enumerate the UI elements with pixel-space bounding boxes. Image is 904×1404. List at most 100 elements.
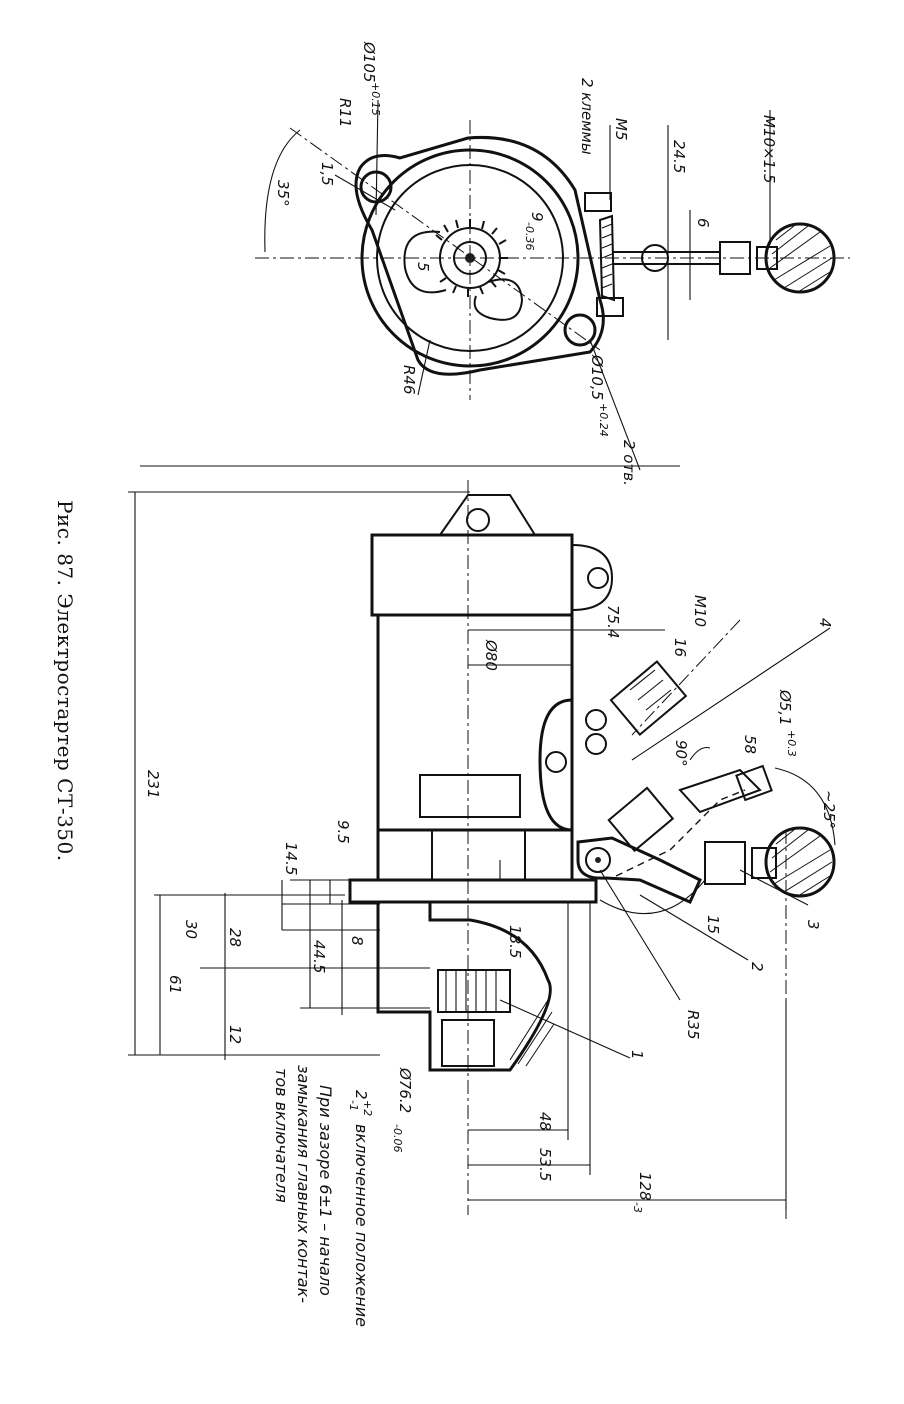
dim-d44-5: 44.5 <box>310 940 328 973</box>
d105-leader <box>375 99 379 216</box>
dim-m10: M10 <box>691 595 709 627</box>
label4-group: 4 <box>816 618 834 628</box>
knob-ball <box>764 826 836 898</box>
lever <box>576 836 702 904</box>
dim-d18-5: 18.5 <box>506 925 524 958</box>
nameplate <box>419 774 521 818</box>
d10-5-leader <box>589 339 641 471</box>
dim-d8: 8 <box>348 936 366 946</box>
r46-text-group: R46 <box>400 365 418 395</box>
note-line3-group: замыкания главных контак- <box>294 1065 313 1303</box>
switch-screw <box>545 751 567 773</box>
switch-coil <box>598 214 616 302</box>
knob-hatch <box>769 829 833 897</box>
dim-d6: 6 <box>694 218 712 228</box>
ball-hatch <box>769 225 833 293</box>
dim-angle35: 35° <box>274 180 292 207</box>
dim-d10-5-tol: +0.24 <box>597 403 610 437</box>
d9-text-group: 9 -0.36 <box>523 212 546 250</box>
d1-5-text-group: 1,5 <box>318 162 336 186</box>
d44-5-group: 44.5 <box>310 940 328 973</box>
dim-d5-1-tol: +0.3 <box>785 730 798 757</box>
angle-35-arc <box>264 129 301 253</box>
dim-m10x15: M10×1.5 <box>760 115 778 183</box>
rear-ear <box>571 544 614 611</box>
side-view: 231 9.5 14.5 18.5 15 3 2 30 28 8 44.5 61… <box>128 465 838 1327</box>
dim-d53-5: 53.5 <box>536 1148 554 1181</box>
end-view: Ø105 +0.15 R11 2 клеммы M5 24.5 M10×1.5 … <box>255 41 850 486</box>
d5-text-group: 5 <box>414 262 432 272</box>
note-line3: замыкания главных контак- <box>294 1065 313 1303</box>
dim-d1-5: 1,5 <box>318 162 336 186</box>
mount-hole-2 <box>563 313 597 347</box>
r35-arc <box>599 879 706 915</box>
dim-d105-tol: +0.15 <box>369 82 382 116</box>
d80-group: Ø80 <box>482 639 500 671</box>
pinion-side <box>437 969 511 1013</box>
dim-d48: 48 <box>536 1112 554 1131</box>
switch-cover <box>538 698 573 832</box>
housing-front <box>376 828 574 882</box>
cam-right <box>473 278 524 321</box>
r35-leader <box>599 869 681 1001</box>
label1-group: 1 <box>628 1050 646 1060</box>
dim-d9-5: 9.5 <box>334 820 352 844</box>
m10-group: M10 <box>691 595 709 627</box>
r46-leader <box>417 339 431 396</box>
label-1: 1 <box>628 1050 646 1060</box>
knob-stud <box>751 847 777 879</box>
label1-leader <box>499 999 631 1059</box>
d80-dim <box>468 629 665 666</box>
nose-ext-lines <box>200 879 430 1009</box>
lever-pivot-center <box>595 857 601 863</box>
d105-text-group: Ø105 +0.15 <box>360 41 382 116</box>
note-line1: включенное положение <box>352 1124 371 1327</box>
terminal-axis <box>631 619 741 736</box>
label2-group: 2 <box>748 962 766 972</box>
dim-d12: 12 <box>226 1025 244 1044</box>
d76-2-group: Ø76.2 -0.06 <box>391 1067 414 1152</box>
dim-klemmy: 2 клеммы <box>578 78 596 155</box>
m10x15-text-group: M10×1.5 <box>760 115 778 183</box>
bottom-dims <box>468 902 787 1210</box>
d231-dim <box>128 491 470 1056</box>
pinion-teeth <box>445 970 497 1012</box>
dim-r46: R46 <box>400 365 418 395</box>
housing-rear <box>370 533 574 617</box>
dim-d15: 15 <box>704 915 722 934</box>
dim-r35: R35 <box>684 1010 702 1040</box>
note-line2-group: При зазоре 6±1 – начало <box>316 1085 335 1296</box>
flange-outline <box>354 135 605 376</box>
dim-d30: 30 <box>182 920 200 939</box>
switch-terminal-upper <box>609 660 688 737</box>
nose-hatch <box>509 999 555 1067</box>
nose-housing <box>376 902 552 1072</box>
end-cap <box>439 494 536 536</box>
housing-ribs <box>431 830 526 880</box>
d128-group: 128 -3 <box>631 1172 654 1213</box>
d5-1-group: Ø5,1 +0.3 <box>776 689 798 757</box>
angle-25-arc <box>774 767 836 846</box>
cam-left <box>403 230 447 294</box>
note-line4: тов включателя <box>272 1068 291 1203</box>
end-view-diag-line <box>289 127 601 351</box>
dim-d9: 9 <box>528 212 546 222</box>
knob-stem <box>704 841 746 885</box>
dim-d2: 2 <box>352 1090 370 1100</box>
dim-d76-2-tol: -0.06 <box>391 1124 404 1152</box>
dim-d128-tol: -3 <box>631 1202 644 1213</box>
dim-d105: Ø105 <box>360 41 378 82</box>
d12-group: 12 <box>226 1025 244 1044</box>
dim-d10-5: Ø10,5 <box>588 354 606 400</box>
dim-d75-4: 75.4 <box>604 605 622 638</box>
d10-5-text-group: Ø10,5 +0.24 <box>588 354 610 437</box>
d1-5-leader <box>334 174 396 211</box>
d231-group: 231 <box>144 770 162 799</box>
dim-angle25: ~25° <box>820 790 838 829</box>
lever-rod-end <box>735 764 773 802</box>
dim-d2-tol-dn: -1 <box>347 1100 360 1111</box>
d15-group: 15 <box>704 915 722 934</box>
dim-m5: M5 <box>612 118 630 141</box>
coil-hatch <box>601 223 613 289</box>
